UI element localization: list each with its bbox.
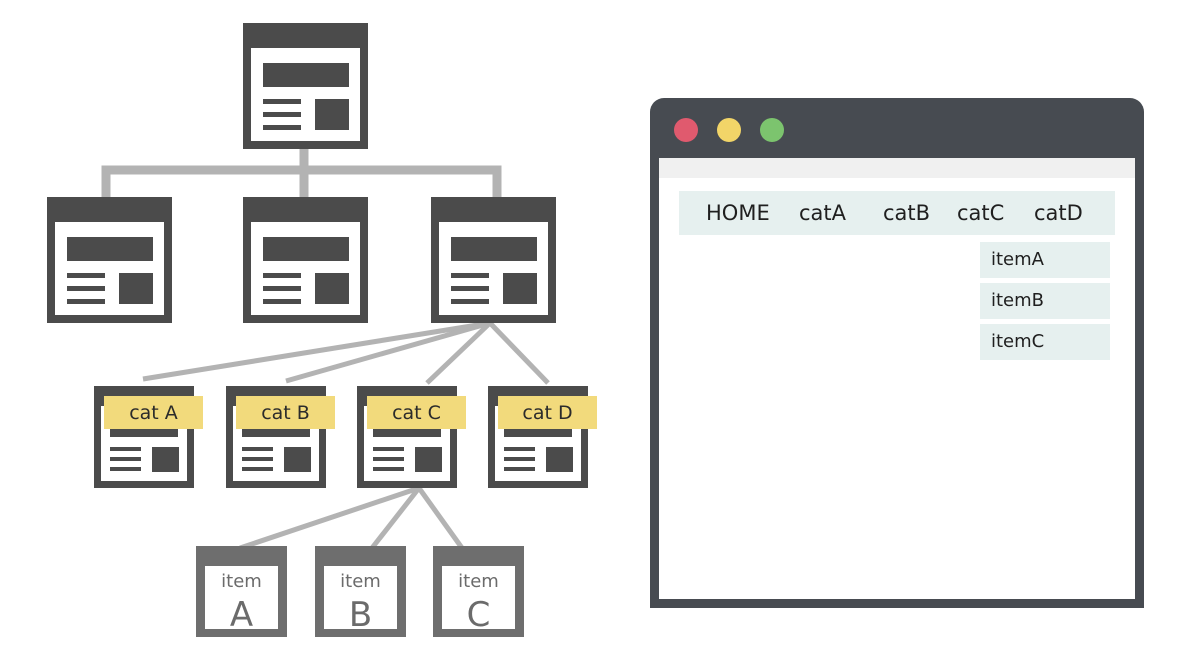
close-dot-icon [674, 118, 698, 142]
connector-cat-c-item-c [416, 486, 465, 550]
cat-tag-background [236, 396, 335, 429]
item-letter: A [230, 595, 253, 635]
root-page-icon [243, 23, 368, 149]
item-caption: item [340, 571, 381, 592]
address-bar [659, 158, 1135, 178]
item-caption: item [458, 571, 499, 592]
nav-cat-a[interactable]: catA [799, 201, 847, 225]
cat-tag-label: cat B [261, 402, 310, 424]
cat-tag-label: cat A [129, 402, 178, 424]
connector-cat-c-item-b [370, 486, 421, 550]
category-page-icon: cat D [488, 386, 597, 488]
global-nav-bar: HOME catA catB catC catD [679, 191, 1115, 235]
connector-page3-cat-a [142, 320, 491, 382]
cat-tag-label: cat D [522, 402, 572, 424]
nav-cat-c[interactable]: catC [957, 201, 1005, 225]
nav-cat-d[interactable]: catD [1034, 201, 1083, 225]
item-page-icon: item A [196, 546, 287, 637]
connector-page3-cat-d [488, 321, 550, 385]
window-controls [674, 118, 784, 142]
browser-window-mockup: HOME catA catB catC catD itemA itemB ite… [650, 98, 1144, 608]
connector-page3-cat-b [285, 320, 491, 384]
connector-page3-cat-c [425, 321, 492, 385]
connector-cat-c-item-a [239, 485, 420, 551]
item-caption: item [221, 571, 262, 592]
category-page-icon: cat B [226, 386, 335, 488]
dropdown-item-a[interactable]: itemA [980, 242, 1110, 278]
cat-tag-background [498, 396, 597, 429]
item-letter: B [349, 595, 372, 635]
cat-tag-label: cat C [392, 402, 441, 424]
item-letter: C [467, 595, 491, 635]
tree-connectors [101, 146, 502, 197]
minimize-dot-icon [717, 118, 741, 142]
dropdown-item-c[interactable]: itemC [980, 324, 1110, 360]
level1-page-icon [431, 197, 556, 323]
browser-viewport: HOME catA catB catC catD itemA itemB ite… [659, 158, 1135, 599]
level1-page-icon [243, 197, 368, 323]
nav-home[interactable]: HOME [706, 201, 770, 225]
nav-cat-b[interactable]: catB [883, 201, 931, 225]
category-page-icon: cat A [94, 386, 203, 488]
tree-connectors-thin [142, 320, 550, 551]
category-page-icon: cat C [357, 386, 466, 488]
cat-tag-background [367, 396, 466, 429]
item-page-icon: item B [315, 546, 406, 637]
maximize-dot-icon [760, 118, 784, 142]
level1-page-icon [47, 197, 172, 323]
dropdown-item-b[interactable]: itemB [980, 283, 1110, 319]
item-page-icon: item C [433, 546, 524, 637]
cat-tag-background [104, 396, 203, 429]
